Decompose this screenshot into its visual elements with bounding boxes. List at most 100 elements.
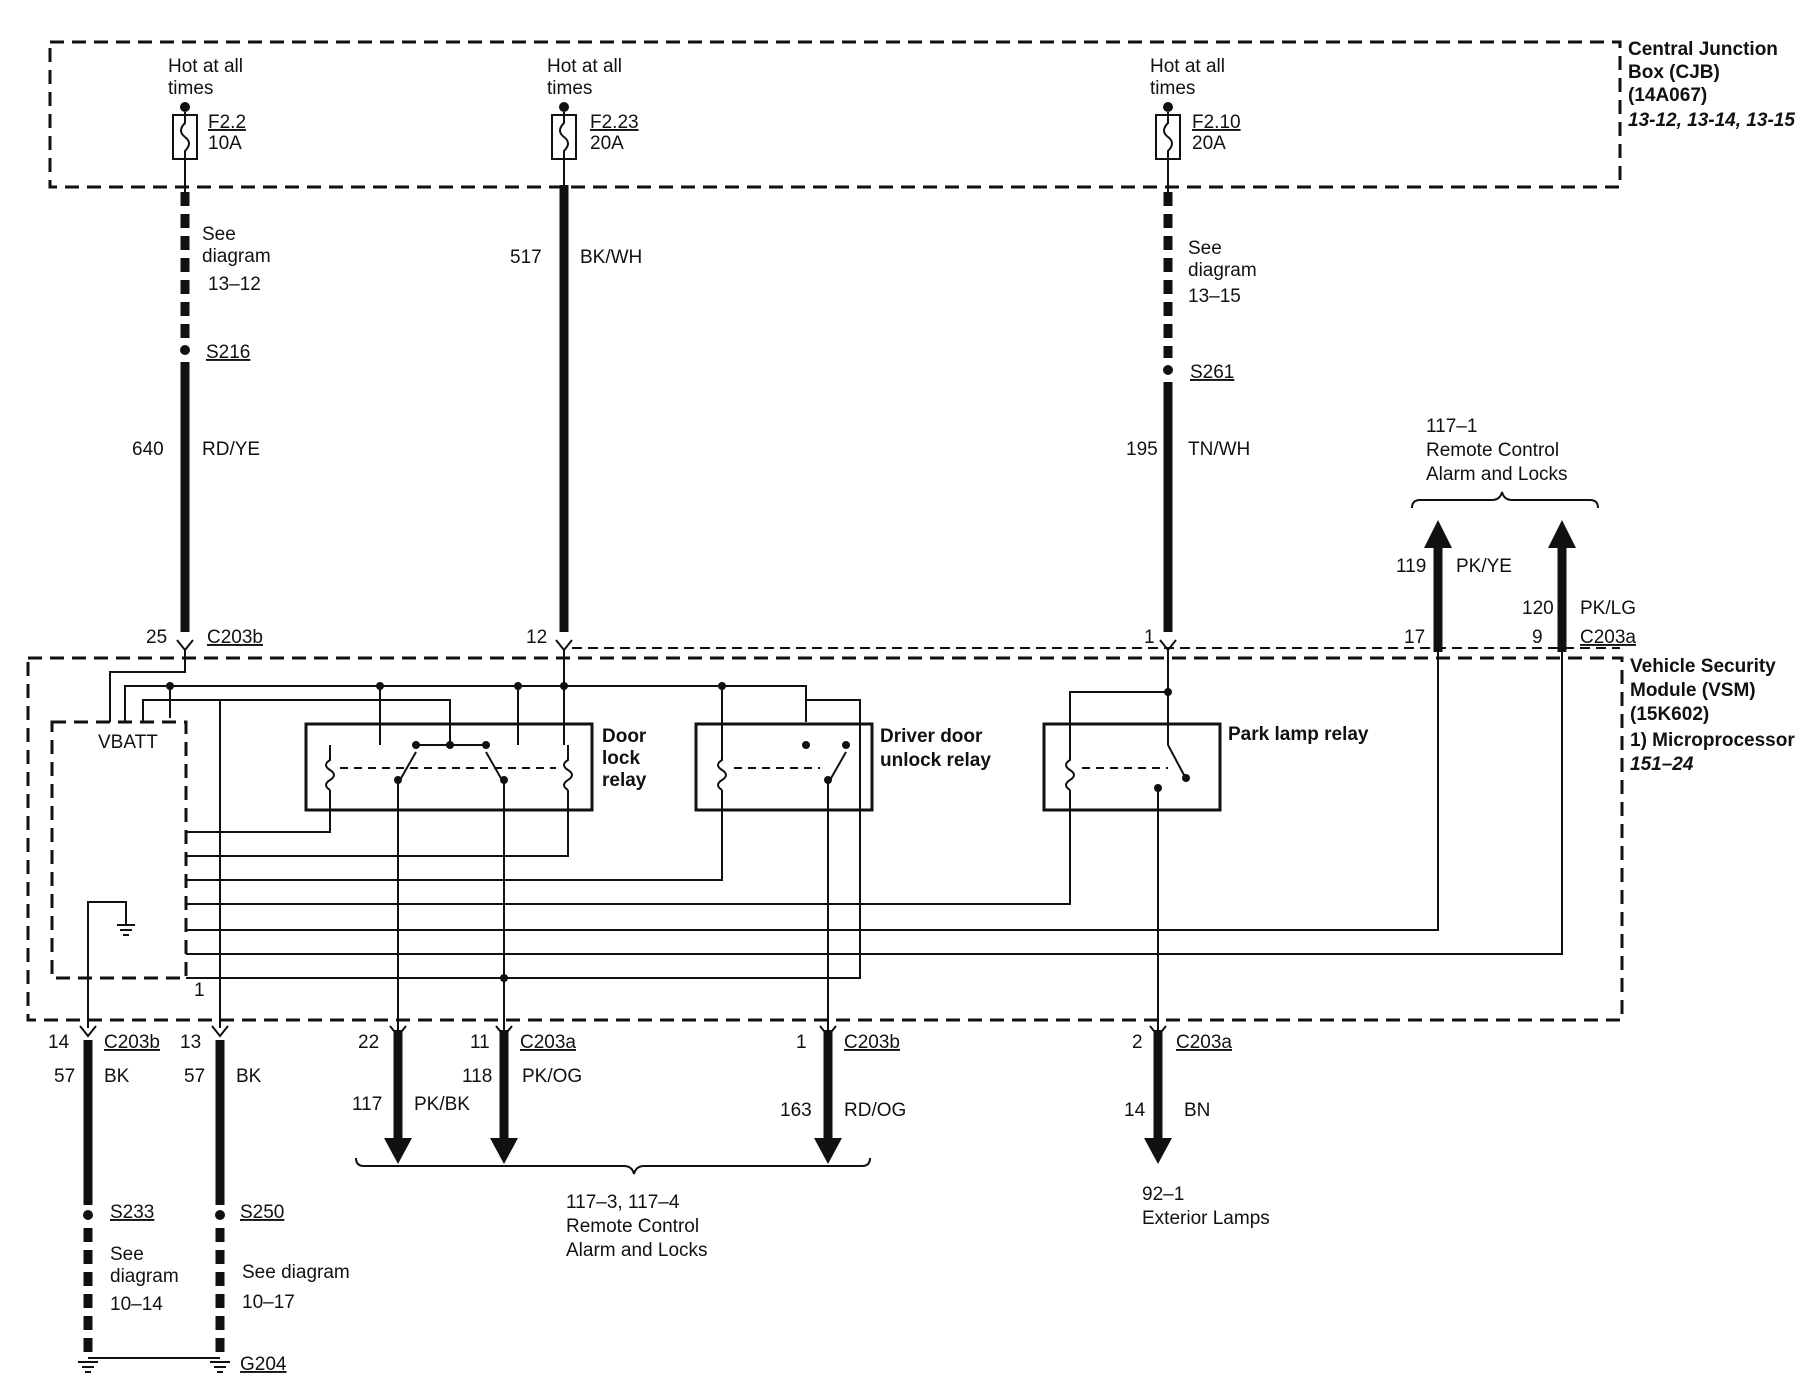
svg-text:117–1: 117–1 <box>1426 416 1477 437</box>
svg-text:BK: BK <box>104 1066 130 1087</box>
svg-text:See: See <box>202 224 236 245</box>
svg-text:S216: S216 <box>206 342 250 363</box>
svg-text:Exterior Lamps: Exterior Lamps <box>1142 1208 1270 1229</box>
svg-text:Module (VSM): Module (VSM) <box>1630 680 1756 701</box>
ground-wire-1: 14 C203b 57 BK S233 See diagram 10–14 <box>48 950 179 1352</box>
svg-text:Alarm and Locks: Alarm and Locks <box>566 1240 708 1261</box>
svg-text:163: 163 <box>780 1100 812 1121</box>
svg-text:C203b: C203b <box>844 1032 900 1053</box>
exterior-lamps-label: 92–1 Exterior Lamps <box>1142 1184 1270 1229</box>
wire-640: See diagram 13–12 S216 640 RD/YE 25 C203… <box>132 159 271 652</box>
fuse-f2-23: Hot at all times F2.23 20A <box>547 56 639 162</box>
svg-text:G204: G204 <box>240 1354 287 1375</box>
svg-text:See: See <box>1188 238 1222 259</box>
svg-text:22: 22 <box>358 1032 379 1053</box>
svg-text:F2.2: F2.2 <box>208 112 246 133</box>
wire-117: 22 117 PK/BK <box>352 780 470 1164</box>
svg-text:diagram: diagram <box>1188 260 1257 281</box>
svg-text:RD/OG: RD/OG <box>844 1100 906 1121</box>
svg-text:1: 1 <box>1144 627 1155 648</box>
svg-text:(14A067): (14A067) <box>1628 85 1707 106</box>
vsm-box <box>26 656 1624 1022</box>
svg-text:Vehicle Security: Vehicle Security <box>1630 656 1776 677</box>
svg-text:(15K602): (15K602) <box>1630 704 1709 725</box>
svg-text:13–12: 13–12 <box>208 274 261 295</box>
svg-text:BK/WH: BK/WH <box>580 247 642 268</box>
svg-text:See: See <box>110 1244 144 1265</box>
svg-text:diagram: diagram <box>202 246 271 267</box>
svg-text:See diagram: See diagram <box>242 1262 350 1283</box>
svg-text:13-12, 13-14, 13-15: 13-12, 13-14, 13-15 <box>1628 110 1795 131</box>
remote-top-label: 117–1 Remote Control Alarm and Locks <box>1411 416 1599 509</box>
svg-text:2: 2 <box>1132 1032 1143 1053</box>
fuse-f2-2: Hot at all times F2.2 10A <box>168 56 246 162</box>
svg-text:20A: 20A <box>590 133 624 154</box>
svg-text:C203b: C203b <box>104 1032 160 1053</box>
svg-text:Hot at all: Hot at all <box>1150 56 1225 77</box>
svg-text:57: 57 <box>54 1066 75 1087</box>
cjb-label: Central Junction Box (CJB) (14A067) 13-1… <box>1628 39 1795 131</box>
svg-text:10–17: 10–17 <box>242 1292 295 1313</box>
svg-text:10A: 10A <box>208 133 242 154</box>
svg-text:times: times <box>547 78 592 99</box>
internal-ground-icon <box>87 901 135 950</box>
svg-text:12: 12 <box>526 627 547 648</box>
svg-text:C203a: C203a <box>520 1032 576 1053</box>
wire-14: 2 C203a 14 BN <box>1124 788 1232 1164</box>
vsm-label: Vehicle Security Module (VSM) (15K602) 1… <box>1630 656 1795 775</box>
wire-118: 11 C203a 118 PK/OG <box>462 780 582 1164</box>
svg-text:S261: S261 <box>1190 362 1234 383</box>
wire-195: See diagram 13–15 S261 195 TN/WH 1 <box>1126 159 1257 652</box>
svg-text:F2.23: F2.23 <box>590 112 639 133</box>
svg-text:120: 120 <box>1522 598 1554 619</box>
svg-text:BK: BK <box>236 1066 262 1087</box>
svg-text:S233: S233 <box>110 1202 154 1223</box>
svg-text:Driver door: Driver door <box>880 726 983 747</box>
svg-text:diagram: diagram <box>110 1266 179 1287</box>
svg-text:C203a: C203a <box>1176 1032 1232 1053</box>
svg-text:PK/LG: PK/LG <box>1580 598 1636 619</box>
ground-icon <box>78 1361 230 1373</box>
wire-517: 517 BK/WH 12 <box>510 159 642 652</box>
bottom-connector-marks <box>389 1025 1167 1038</box>
svg-text:S250: S250 <box>240 1202 284 1223</box>
svg-text:1) Microprocessor: 1) Microprocessor <box>1630 730 1795 751</box>
svg-text:11: 11 <box>470 1032 490 1053</box>
svg-text:13–15: 13–15 <box>1188 286 1241 307</box>
svg-text:lock: lock <box>602 748 640 769</box>
svg-text:17: 17 <box>1404 627 1425 648</box>
svg-text:PK/BK: PK/BK <box>414 1094 470 1115</box>
svg-text:1: 1 <box>796 1032 807 1053</box>
driver-door-unlock-relay: Driver door unlock relay <box>694 722 991 812</box>
svg-text:relay: relay <box>602 770 647 791</box>
svg-text:Box (CJB): Box (CJB) <box>1628 62 1720 83</box>
svg-text:Door: Door <box>602 726 647 747</box>
svg-text:117: 117 <box>352 1094 382 1115</box>
svg-text:57: 57 <box>184 1066 205 1087</box>
svg-text:Park lamp relay: Park lamp relay <box>1228 724 1369 745</box>
svg-text:14: 14 <box>1124 1100 1146 1121</box>
svg-text:times: times <box>168 78 213 99</box>
svg-text:9: 9 <box>1532 627 1543 648</box>
svg-text:Central Junction: Central Junction <box>1628 39 1778 60</box>
svg-text:C203b: C203b <box>207 627 263 648</box>
svg-text:PK/YE: PK/YE <box>1456 556 1512 577</box>
svg-text:BN: BN <box>1184 1100 1210 1121</box>
wire-119: 119 PK/YE 17 <box>1396 520 1512 652</box>
internal-wiring <box>109 650 1563 979</box>
svg-text:20A: 20A <box>1192 133 1226 154</box>
svg-text:119: 119 <box>1396 556 1426 577</box>
svg-text:TN/WH: TN/WH <box>1188 439 1250 460</box>
wire-120: 120 PK/LG 9 C203a <box>1522 520 1636 652</box>
svg-text:117–3, 117–4: 117–3, 117–4 <box>566 1192 680 1213</box>
svg-text:25: 25 <box>146 627 167 648</box>
svg-text:times: times <box>1150 78 1195 99</box>
svg-text:640: 640 <box>132 439 164 460</box>
svg-text:Remote Control: Remote Control <box>566 1216 699 1237</box>
fuse-f2-10: Hot at all times F2.10 20A <box>1150 56 1241 162</box>
ground-wire-2: 13 57 BK S250 See diagram 10–17 G204 <box>142 700 350 1375</box>
cjb-box <box>48 40 1622 189</box>
svg-text:Remote Control: Remote Control <box>1426 440 1559 461</box>
remote-bottom-label: 117–3, 117–4 Remote Control Alarm and Lo… <box>355 1157 871 1261</box>
